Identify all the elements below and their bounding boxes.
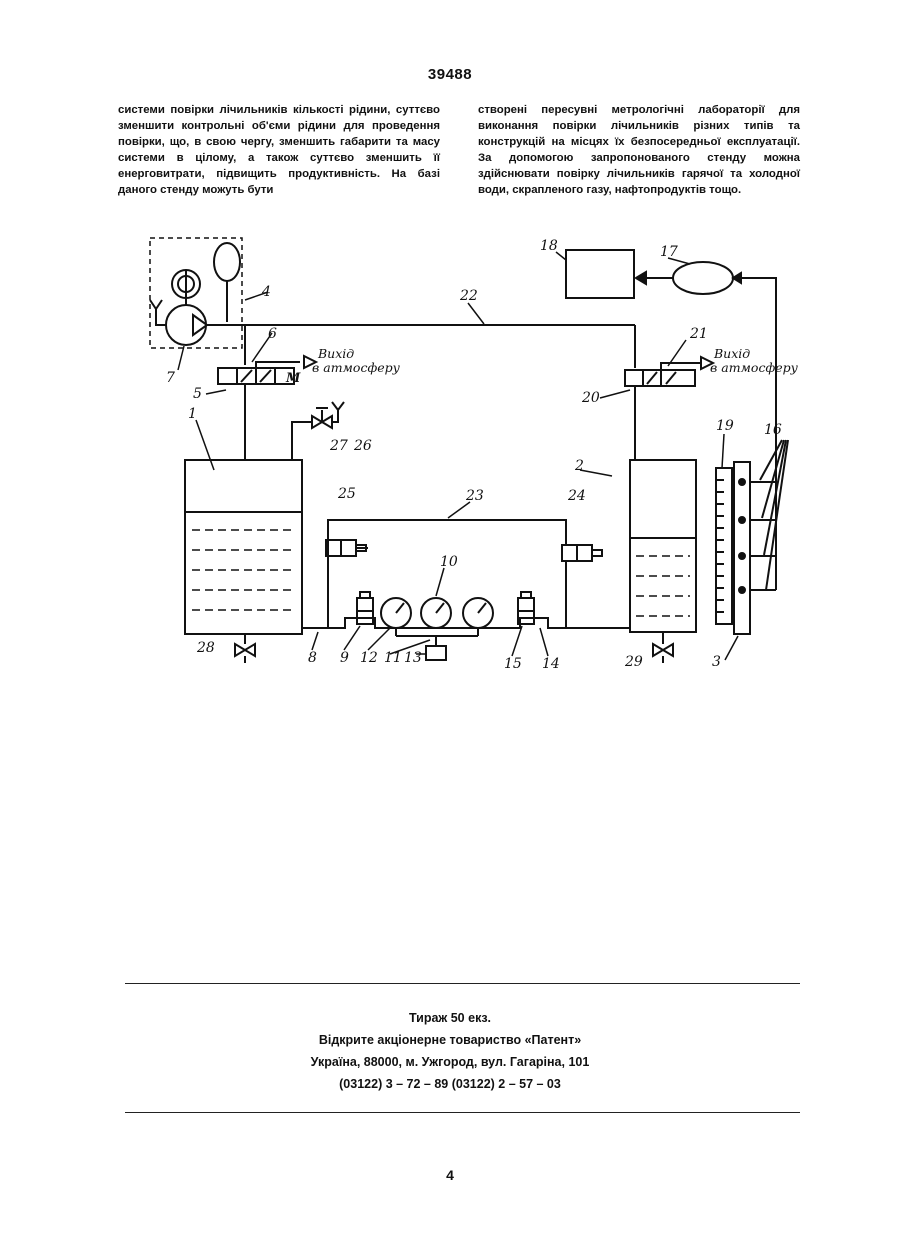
label-18: 18 bbox=[540, 238, 558, 254]
label-2: 2 bbox=[574, 458, 584, 474]
label-16: 16 bbox=[764, 422, 782, 438]
label-10: 10 bbox=[440, 554, 458, 570]
label-28: 28 bbox=[196, 640, 215, 656]
level-gauge-19 bbox=[716, 468, 732, 624]
label-23: 23 bbox=[465, 488, 484, 504]
label-26: 26 bbox=[353, 438, 372, 454]
label-19: 19 bbox=[716, 418, 734, 434]
schematic-diagram: M bbox=[0, 225, 900, 695]
imprint-company: Відкрите акціонерне товариство «Патент» bbox=[0, 1029, 900, 1051]
tank-1 bbox=[185, 460, 302, 656]
label-1: 1 bbox=[188, 406, 197, 422]
outlet-left-line2: в атмосферу bbox=[312, 360, 401, 375]
label-24: 24 bbox=[567, 488, 586, 504]
label-13: 13 bbox=[404, 650, 422, 666]
divider-top bbox=[125, 983, 800, 984]
label-27: 27 bbox=[329, 438, 348, 454]
tank-2 bbox=[630, 460, 696, 656]
label-8: 8 bbox=[308, 650, 317, 666]
imprint-address: Україна, 88000, м. Ужгород, вул. Гагарін… bbox=[0, 1051, 900, 1073]
sensor-column-3 bbox=[734, 462, 750, 634]
label-4: 4 bbox=[261, 284, 271, 300]
outlet-left-line1: Вихід bbox=[317, 346, 354, 361]
label-15: 15 bbox=[504, 656, 522, 672]
receiver-vessel bbox=[214, 243, 240, 281]
label-20: 20 bbox=[581, 390, 600, 406]
text-column-right: створені пересувні метрологічні лаборато… bbox=[478, 102, 800, 198]
label-29: 29 bbox=[624, 654, 643, 670]
divider-bottom bbox=[125, 1112, 800, 1113]
valve-25 bbox=[326, 540, 368, 556]
label-22: 22 bbox=[459, 288, 478, 304]
outlet-right-line1: Вихід bbox=[713, 346, 750, 361]
patent-number: 39488 bbox=[0, 66, 900, 83]
label-21: 21 bbox=[689, 326, 708, 342]
svg-text:M: M bbox=[285, 371, 301, 386]
label-9: 9 bbox=[340, 650, 349, 666]
imprint-phones: (03122) 3 – 72 – 89 (03122) 2 – 57 – 03 bbox=[0, 1073, 900, 1095]
outlet-right-line2: в атмосферу bbox=[710, 360, 799, 375]
label-12: 12 bbox=[360, 650, 378, 666]
imprint: Тираж 50 екз. Відкрите акціонерне товари… bbox=[0, 1007, 900, 1095]
valve-5: M bbox=[218, 356, 316, 460]
label-5: 5 bbox=[193, 386, 202, 402]
label-3: 3 bbox=[712, 654, 721, 670]
paragraph-right: створені пересувні метрологічні лаборато… bbox=[478, 102, 800, 198]
label-17: 17 bbox=[660, 244, 678, 260]
label-6: 6 bbox=[268, 326, 277, 342]
imprint-circulation: Тираж 50 екз. bbox=[0, 1007, 900, 1029]
vacuum-pump bbox=[166, 305, 206, 345]
label-7: 7 bbox=[166, 370, 175, 386]
label-11: 11 bbox=[384, 650, 402, 666]
page-number: 4 bbox=[0, 1167, 900, 1183]
valve-24 bbox=[562, 545, 602, 561]
computer-18 bbox=[566, 250, 634, 298]
label-25: 25 bbox=[337, 486, 356, 502]
paragraph-left: системи повірки лічильників кількості рі… bbox=[118, 102, 440, 198]
controller-17 bbox=[673, 262, 733, 294]
text-column-left: системи повірки лічильників кількості рі… bbox=[118, 102, 440, 198]
label-14: 14 bbox=[542, 656, 560, 672]
valve-20 bbox=[625, 357, 713, 460]
reference-meter-13 bbox=[426, 646, 446, 660]
